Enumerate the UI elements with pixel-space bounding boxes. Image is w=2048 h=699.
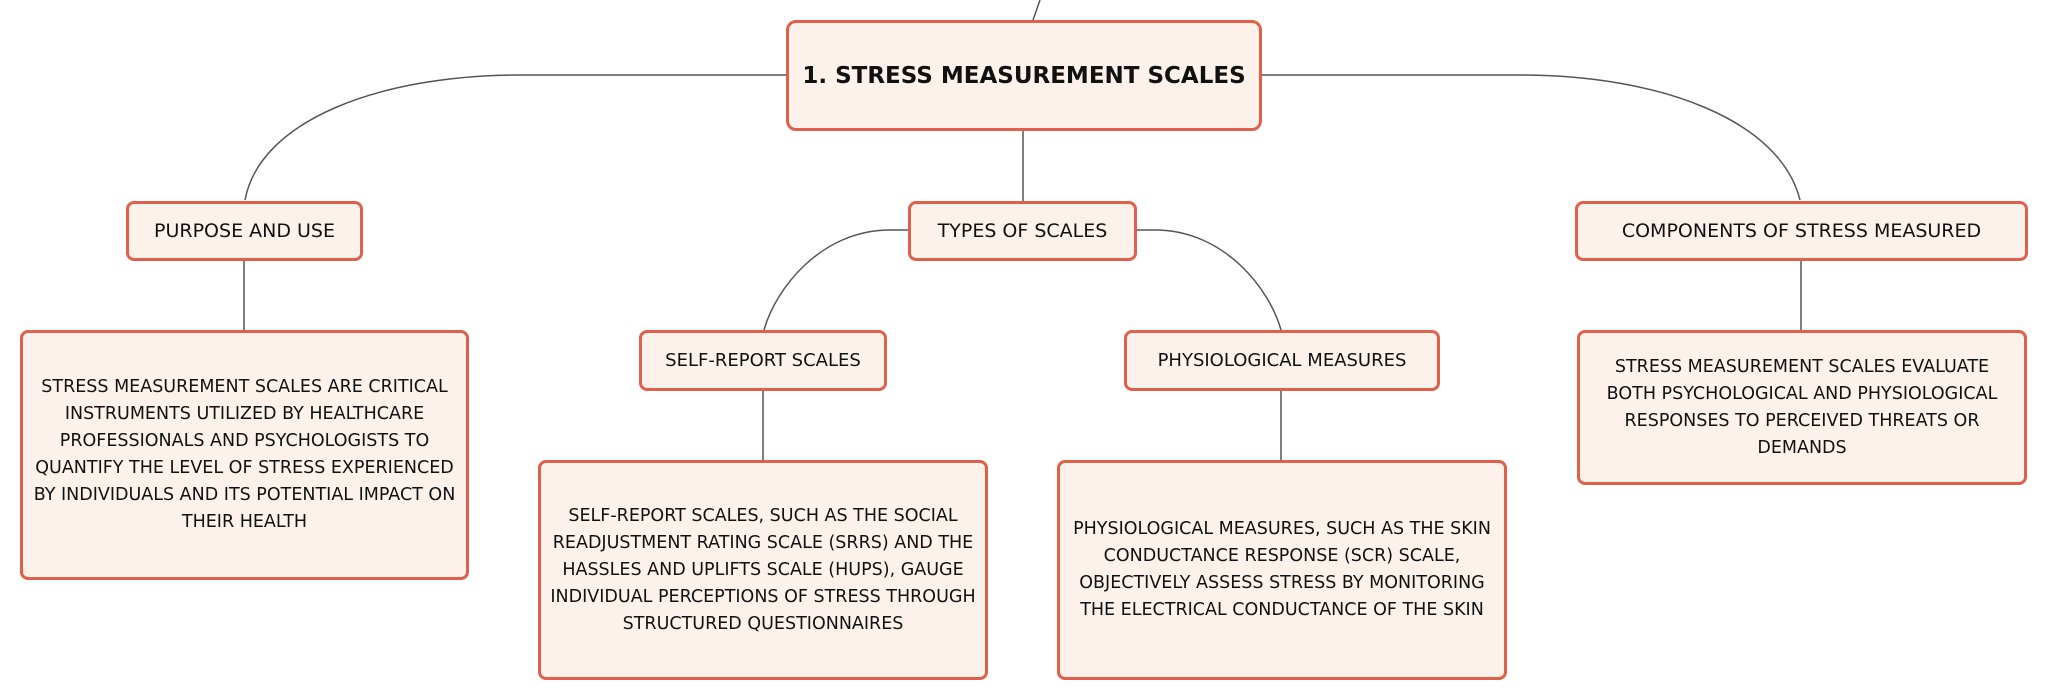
topic-purpose-and-use[interactable]: PURPOSE AND USE	[126, 201, 363, 261]
topic-types-of-scales[interactable]: TYPES OF SCALES	[908, 201, 1137, 261]
connector-root-purpose	[244, 74, 786, 201]
connector-root-components	[1262, 74, 1801, 201]
detail-purpose-and-use[interactable]: STRESS MEASUREMENT SCALES ARE CRITICAL I…	[20, 330, 469, 580]
detail-physiological-measures[interactable]: PHYSIOLOGICAL MEASURES, SUCH AS THE SKIN…	[1057, 460, 1507, 680]
detail-self-report-scales[interactable]: SELF-REPORT SCALES, SUCH AS THE SOCIAL R…	[538, 460, 988, 680]
detail-components-of-stress-measured[interactable]: STRESS MEASUREMENT SCALES EVALUATE BOTH …	[1577, 330, 2027, 485]
connector-parent-root	[1032, 0, 1041, 21]
connector-types-selfreport	[763, 229, 908, 331]
subtopic-self-report-scales[interactable]: SELF-REPORT SCALES	[639, 330, 887, 391]
subtopic-physiological-measures[interactable]: PHYSIOLOGICAL MEASURES	[1124, 330, 1440, 391]
topic-components-of-stress-measured[interactable]: COMPONENTS OF STRESS MEASURED	[1575, 201, 2028, 261]
root-topic-node[interactable]: 1. STRESS MEASUREMENT SCALES	[786, 20, 1262, 131]
connector-types-physiological	[1137, 229, 1282, 331]
